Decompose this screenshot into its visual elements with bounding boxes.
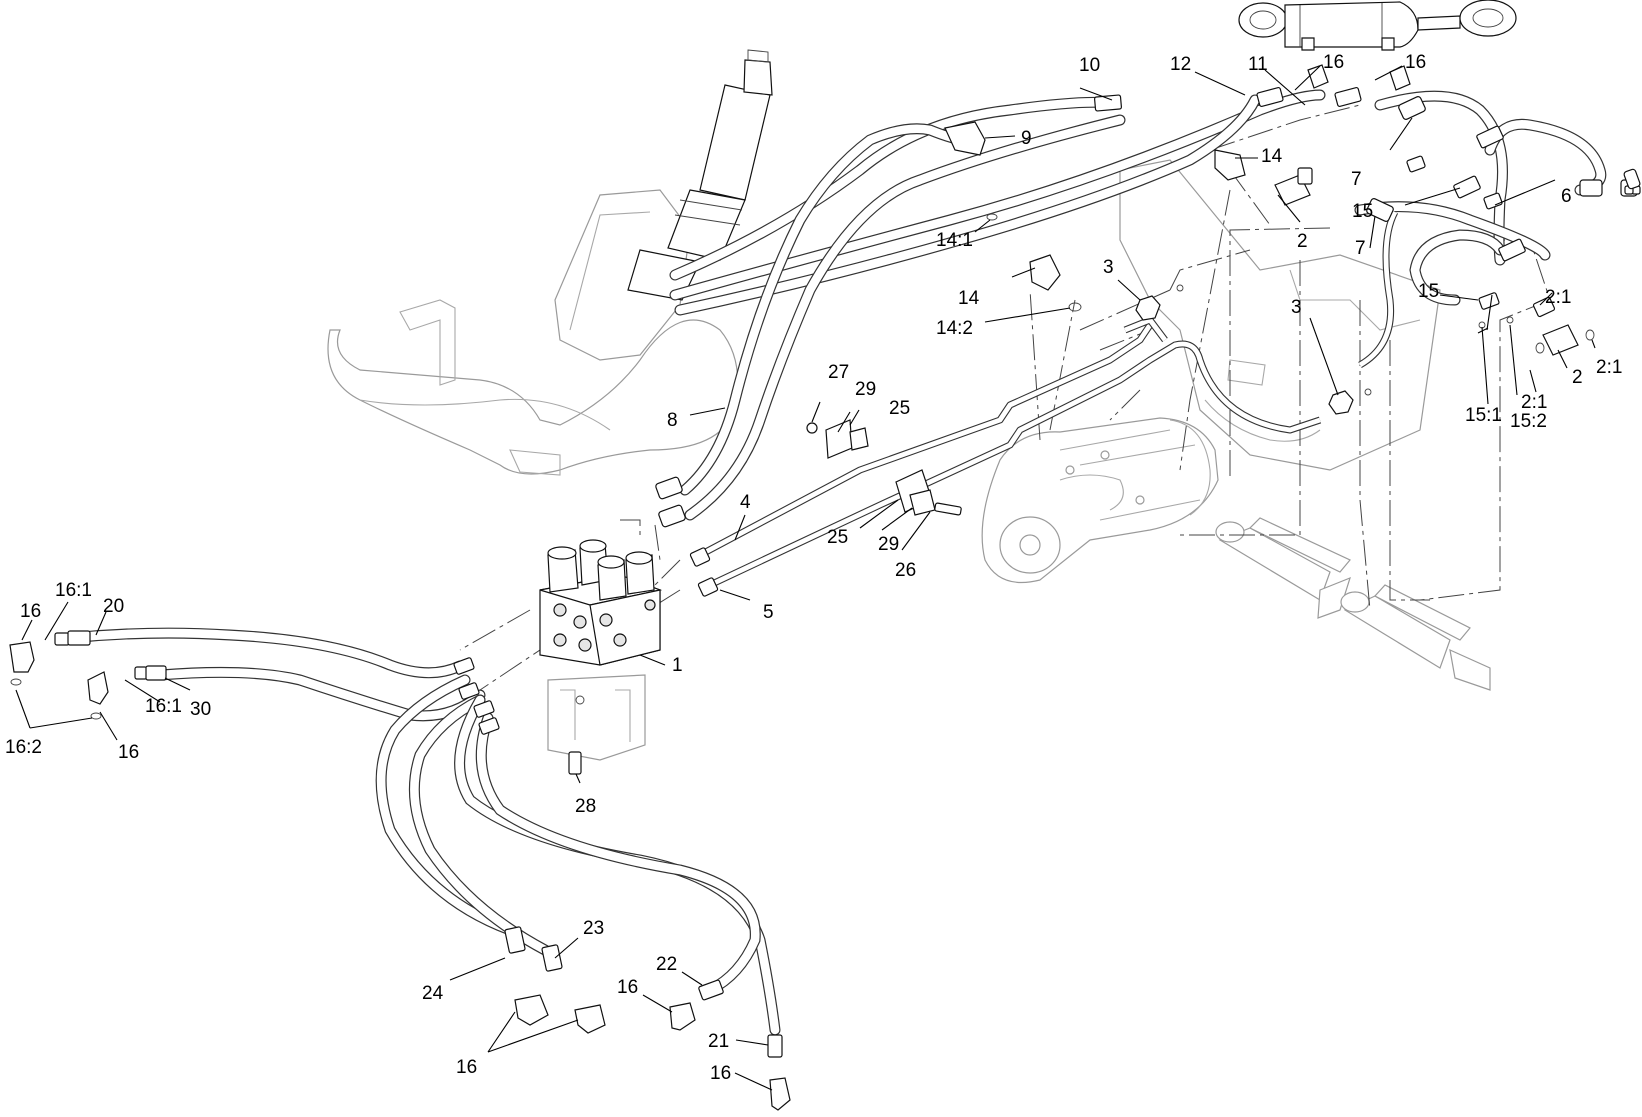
callout-16e: 16 <box>456 1057 477 1078</box>
callout-16f: 16 <box>617 977 638 998</box>
callout-16g: 16 <box>710 1063 731 1084</box>
callout-26: 26 <box>895 560 916 581</box>
callout-15-2: 15:2 <box>1510 411 1547 432</box>
callout-15b: 15 <box>1418 281 1439 302</box>
lift-cylinder-top <box>1238 0 1517 51</box>
hydraulic-pump <box>981 417 1219 584</box>
callout-labels: 1 2 2 2:1 2:1 2:1 3 3 4 5 6 7 7 8 9 10 1… <box>5 52 1622 1084</box>
leader-lines <box>15 65 1596 1091</box>
callout-11: 11 <box>1248 54 1268 75</box>
hoses <box>64 89 1607 1036</box>
callout-15-1: 15:1 <box>1465 405 1502 426</box>
lift-cylinders-right <box>1215 517 1491 691</box>
callout-16c: 16 <box>20 601 41 622</box>
callout-22: 22 <box>656 954 677 975</box>
callout-21: 21 <box>708 1031 729 1052</box>
callout-16b: 16 <box>1405 52 1426 73</box>
callout-2-1c: 2:1 <box>1596 357 1622 378</box>
callout-30: 30 <box>190 699 211 720</box>
callout-7b: 7 <box>1355 238 1366 259</box>
callout-15a: 15 <box>1352 201 1373 222</box>
callout-20: 20 <box>103 596 124 617</box>
callout-16-2: 16:2 <box>5 737 42 758</box>
callout-1: 1 <box>672 655 683 676</box>
callout-23: 23 <box>583 918 604 939</box>
callout-29a: 29 <box>855 379 876 400</box>
callout-5: 5 <box>763 602 774 623</box>
callout-8: 8 <box>667 410 678 431</box>
callout-3a: 3 <box>1103 257 1114 278</box>
fittings <box>9 64 1641 1111</box>
callout-14-1: 14:1 <box>936 230 973 251</box>
callout-25a: 25 <box>889 398 910 419</box>
callout-4: 4 <box>740 492 751 513</box>
valve-block <box>539 539 663 666</box>
callout-16a: 16 <box>1323 52 1344 73</box>
callout-12: 12 <box>1170 54 1191 75</box>
callout-6: 6 <box>1561 186 1572 207</box>
callout-16d: 16 <box>118 742 139 763</box>
callout-25b: 25 <box>827 527 848 548</box>
callout-29b: 29 <box>878 534 899 555</box>
callout-27: 27 <box>828 362 849 383</box>
background-frame <box>327 49 1441 761</box>
callout-10: 10 <box>1079 55 1100 76</box>
callout-24: 24 <box>422 983 444 1004</box>
callout-28: 28 <box>575 796 596 817</box>
callout-2b: 2 <box>1572 367 1583 388</box>
callout-14-2: 14:2 <box>936 318 973 339</box>
callout-14a: 14 <box>1261 146 1283 167</box>
callout-2-1b: 2:1 <box>1521 392 1547 413</box>
callout-16-1a: 16:1 <box>55 580 92 601</box>
rigid-tubes <box>698 210 1399 589</box>
callout-2a: 2 <box>1297 231 1308 252</box>
callout-7a: 7 <box>1351 169 1362 190</box>
callout-2-1a: 2:1 <box>1545 287 1571 308</box>
callout-3b: 3 <box>1291 297 1302 318</box>
callout-16-1b: 16:1 <box>145 696 182 717</box>
callout-14b: 14 <box>958 288 980 309</box>
callout-9: 9 <box>1021 128 1032 149</box>
